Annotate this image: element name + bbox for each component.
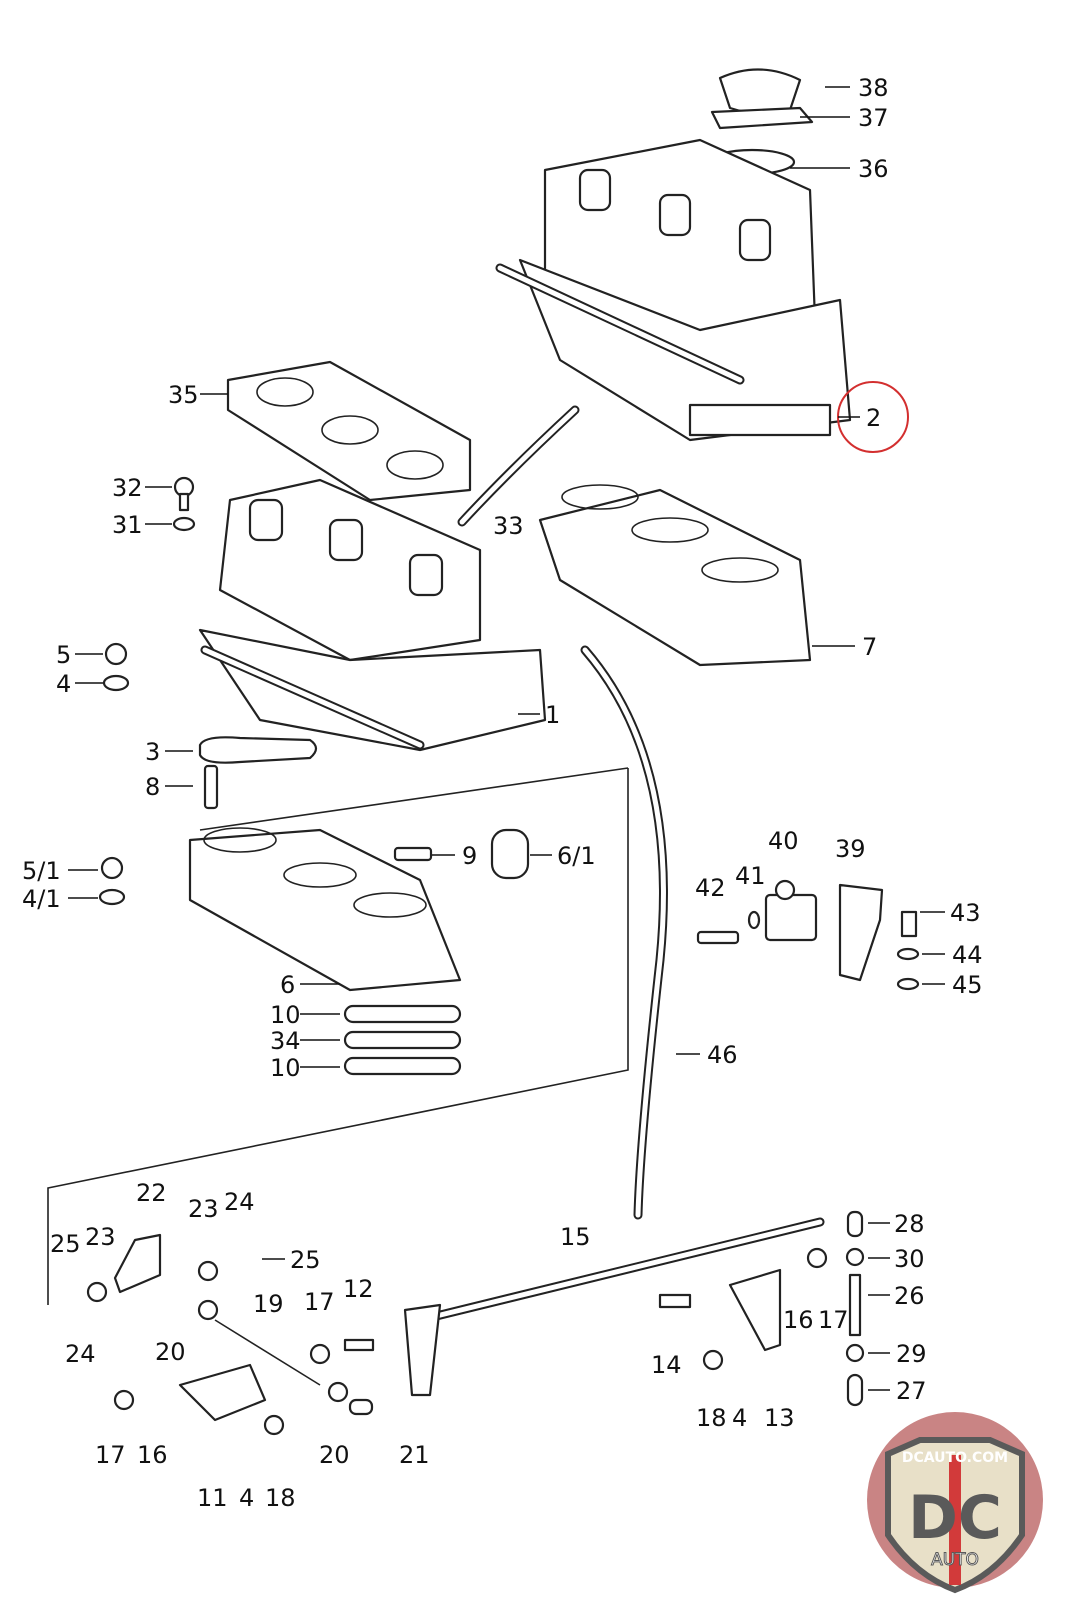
label: 4 [732, 1404, 747, 1432]
label: 12 [343, 1275, 374, 1303]
switch-assembly [696, 879, 920, 991]
svg-text:AUTO: AUTO [931, 1550, 979, 1570]
gaskets-10-34 [343, 1004, 462, 1076]
label: 40 [768, 827, 799, 855]
group-bracket-lines [47, 767, 629, 1305]
label: 17 [95, 1441, 126, 1469]
label: 24 [224, 1188, 255, 1216]
nuts-5-4 [98, 476, 196, 906]
label: 6/1 [557, 842, 596, 870]
label: 15 [560, 1223, 591, 1251]
label: 45 [952, 971, 983, 999]
label: 6 [280, 971, 295, 999]
gasket-3 [198, 736, 318, 764]
label: 43 [950, 899, 981, 927]
label: 25 [50, 1230, 81, 1258]
label: 29 [896, 1340, 927, 1368]
label: 16 [137, 1441, 168, 1469]
hose-46 [580, 645, 668, 1220]
label: 37 [858, 104, 889, 132]
label: 10 [270, 1054, 301, 1082]
label: 3 [145, 738, 160, 766]
label: 20 [155, 1338, 186, 1366]
label: 19 [253, 1290, 284, 1318]
label: 46 [707, 1041, 738, 1069]
label: 18 [265, 1484, 296, 1512]
label: 1 [545, 701, 560, 729]
label: 30 [894, 1245, 925, 1273]
label: 18 [696, 1404, 727, 1432]
label: 5/1 [22, 857, 61, 885]
label: 27 [896, 1377, 927, 1405]
stud-9 [393, 846, 433, 862]
label: 11 [197, 1484, 228, 1512]
label: 38 [858, 74, 889, 102]
label: 31 [112, 511, 143, 539]
label-highlighted: 2 [866, 404, 881, 432]
stud-8 [203, 764, 219, 810]
dcauto-logo: DCAUTO.COM DC AUTO [867, 1412, 1043, 1594]
label: 33 [493, 512, 524, 540]
label: 4 [56, 670, 71, 698]
label: 25 [290, 1246, 321, 1274]
gasket-35 [226, 360, 472, 502]
label: 42 [695, 874, 726, 902]
label: 14 [651, 1351, 682, 1379]
label: 10 [270, 1001, 301, 1029]
gasket-6-1 [490, 828, 530, 880]
label: 17 [818, 1306, 849, 1334]
leader-lines [68, 86, 945, 1391]
label: 13 [764, 1404, 795, 1432]
intake-manifold-7 [538, 484, 812, 667]
label: 44 [952, 941, 983, 969]
label: 23 [188, 1195, 219, 1223]
label: 35 [168, 381, 199, 409]
carburetor-assembly-2 [495, 68, 852, 442]
svg-text:DC: DC [908, 1483, 1002, 1553]
label: 32 [112, 474, 143, 502]
label: 39 [835, 835, 866, 863]
label: 41 [735, 862, 766, 890]
svg-text:DCAUTO.COM: DCAUTO.COM [902, 1450, 1008, 1466]
label: 4 [239, 1484, 254, 1512]
linkage-assembly [86, 1210, 865, 1436]
label: 4/1 [22, 885, 61, 913]
callout-labels: 38 37 36 2 35 32 31 33 5 4 1 7 3 8 9 6/1… [22, 74, 983, 1512]
carburetor-assembly-1 [198, 478, 547, 752]
label: 5 [56, 641, 71, 669]
label: 16 [783, 1306, 814, 1334]
label: 20 [319, 1441, 350, 1469]
label: 34 [270, 1027, 301, 1055]
label: 7 [862, 633, 877, 661]
label: 9 [462, 842, 477, 870]
intake-manifold-6 [188, 827, 462, 992]
gasket-35-holes [256, 377, 444, 480]
label: 26 [894, 1282, 925, 1310]
hose-33 [457, 405, 580, 527]
label: 24 [65, 1340, 96, 1368]
label: 21 [399, 1441, 430, 1469]
label: 36 [858, 155, 889, 183]
label: 8 [145, 773, 160, 801]
label: 22 [136, 1179, 167, 1207]
label: 28 [894, 1210, 925, 1238]
label: 17 [304, 1288, 335, 1316]
label: 23 [85, 1223, 116, 1251]
